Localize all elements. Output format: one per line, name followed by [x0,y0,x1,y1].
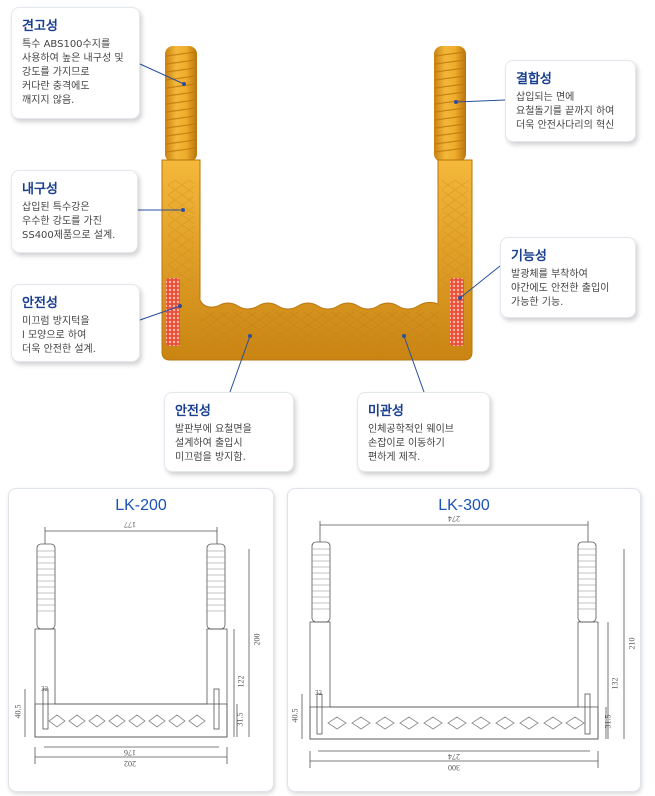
dim-inner-bottom: 176 [124,748,136,757]
callout-aesthetics: 미관성 인체공학적인 웨이브 손잡이로 이동하기 편하게 제작. [357,392,490,472]
technical-drawing-lk300 [301,521,625,768]
dim-top: 274 [448,514,460,523]
dim-right-step: 31.5 [235,712,245,727]
callout-safety-step: 안전성 발판부에 요철면을 설계하여 출입시 미끄럼을 방지함. [164,392,294,472]
left-threaded-rod [165,46,197,162]
callout-title: 내구성 [22,181,58,196]
callout-coupling: 결합성 삽입되는 면에 요철돌기를 끝까지 하여 더욱 안전사다리의 혁신 [505,60,636,142]
dim-right-step: 31.5 [603,714,613,729]
callout-title: 견고성 [22,18,58,33]
callout-durability: 견고성 특수 ABS100수지를 사용하여 높은 내구성 및 강도를 가지므로 … [11,7,140,119]
callout-body: 삽입되는 면에 요철돌기를 끝까지 하여 더욱 안전사다리의 혁신 [516,92,615,131]
callout-function: 기능성 발광체를 부착하여 야간에도 안전한 출입이 가능한 기능. [500,237,636,318]
callout-body: 미끄럼 방지턱을 l 모양으로 하여 더욱 안전한 설계. [22,316,96,355]
dim-small: 32 [41,685,48,693]
callout-body: 발광체를 부착하여 야간에도 안전한 출입이 가능한 기능. [511,269,610,308]
technical-drawing-lk200 [24,527,250,764]
callout-body: 특수 ABS100수지를 사용하여 높은 내구성 및 강도를 가지므로 커다란 … [22,39,124,106]
right-threaded-rod [434,46,466,162]
dim-small: 32 [315,689,322,697]
callout-title: 안전성 [22,295,58,310]
drawing-panel-lk300: LK-300 [287,488,641,792]
callout-strength: 내구성 삽입된 특수강은 우수한 강도를 가진 SS400제품으로 설계. [11,170,138,253]
dim-outer-bottom: 300 [448,763,460,772]
callout-title: 안전성 [175,403,211,418]
drawing-title: LK-200 [115,497,167,514]
dim-mid: 122 [236,675,246,688]
callout-safety-side: 안전성 미끄럼 방지턱을 l 모양으로 하여 더욱 안전한 설계. [11,284,140,362]
dim-left-step: 40.5 [290,708,300,723]
dim-top: 177 [124,520,136,529]
dim-left-step: 40.5 [13,704,23,719]
callout-title: 기능성 [511,248,547,263]
callout-title: 미관성 [368,403,404,418]
drawing-title: LK-300 [438,497,490,514]
leader-lines [138,63,506,393]
dim-height-total: 210 [627,637,637,650]
callout-title: 결합성 [516,71,552,86]
dim-inner-bottom: 274 [448,752,460,761]
callout-body: 인체공학적인 웨이브 손잡이로 이동하기 편하게 제작. [368,424,454,463]
dim-outer-bottom: 202 [124,759,136,768]
callout-body: 발판부에 요철면을 설계하여 출입시 미끄럼을 방지함. [175,424,252,463]
callout-body: 삽입된 특수강은 우수한 강도를 가진 SS400제품으로 설계. [22,202,116,241]
u-shaped-body [161,159,473,361]
dim-height-total: 200 [252,633,262,646]
dim-mid: 132 [610,677,620,690]
drawing-panel-lk200: LK-200 [8,488,274,792]
